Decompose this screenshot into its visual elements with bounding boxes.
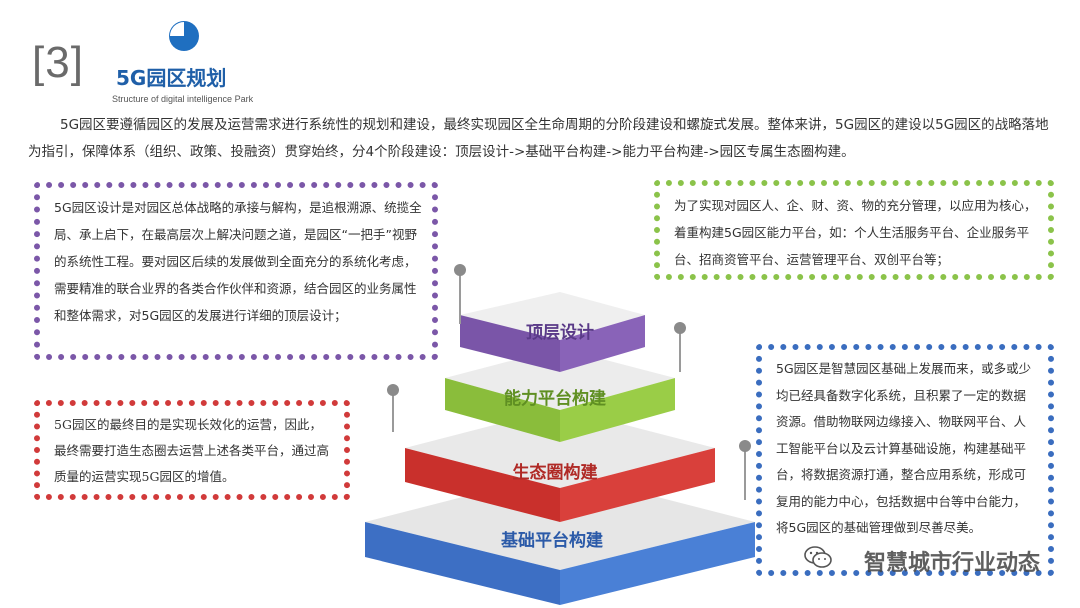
pin-line xyxy=(459,272,461,324)
layer-label-top: 顶层设计 xyxy=(526,322,594,343)
pyramid-diagram: 顶层设计 能力平台构建 生态圈构建 基础平台构建 xyxy=(365,292,755,605)
base-platform-description: 5G园区是智慧园区基础上发展而来，或多或少均已经具备数字化系统，且积累了一定的数… xyxy=(756,344,1054,576)
pyramid-layer-ecosystem xyxy=(405,408,715,522)
pyramid-layer-top xyxy=(460,292,645,372)
intro-paragraph: 5G园区要遵循园区的发展及运营需求进行系统性的规划和建设，最终实现园区全生命周期… xyxy=(28,117,1049,160)
pie-chart-icon xyxy=(169,21,199,51)
ecosystem-description: 5G园区的最终目的是实现长效化的运营，因此，最终需要打造生态圈去运营上述各类平台… xyxy=(34,400,350,500)
pin-dot xyxy=(739,440,751,452)
section-number: [3] xyxy=(32,38,84,87)
capability-platform-description: 为了实现对园区人、企、财、资、物的充分管理，以应用为核心，着重构建5G园区能力平… xyxy=(654,180,1054,280)
page-title: 5G园区规划 xyxy=(116,66,227,90)
pin-line xyxy=(744,448,746,500)
layer-label-capability: 能力平台构建 xyxy=(504,388,606,409)
pin-dot xyxy=(454,264,466,276)
pin-line xyxy=(392,392,394,432)
pyramid-layer-capability xyxy=(445,348,675,442)
page-subtitle: Structure of digital intelligence Park xyxy=(112,94,254,104)
wechat-icon xyxy=(804,546,832,568)
layer-label-base: 基础平台构建 xyxy=(500,530,603,551)
watermark-text: 智慧城市行业动态 xyxy=(863,551,1040,576)
pin-line xyxy=(679,330,681,372)
layer-label-ecosystem: 生态圈构建 xyxy=(513,462,598,483)
pin-dot xyxy=(674,322,686,334)
pin-dot xyxy=(387,384,399,396)
top-design-description: 5G园区设计是对园区总体战略的承接与解构，是追根溯源、统揽全局、承上启下，在最高… xyxy=(34,182,438,360)
